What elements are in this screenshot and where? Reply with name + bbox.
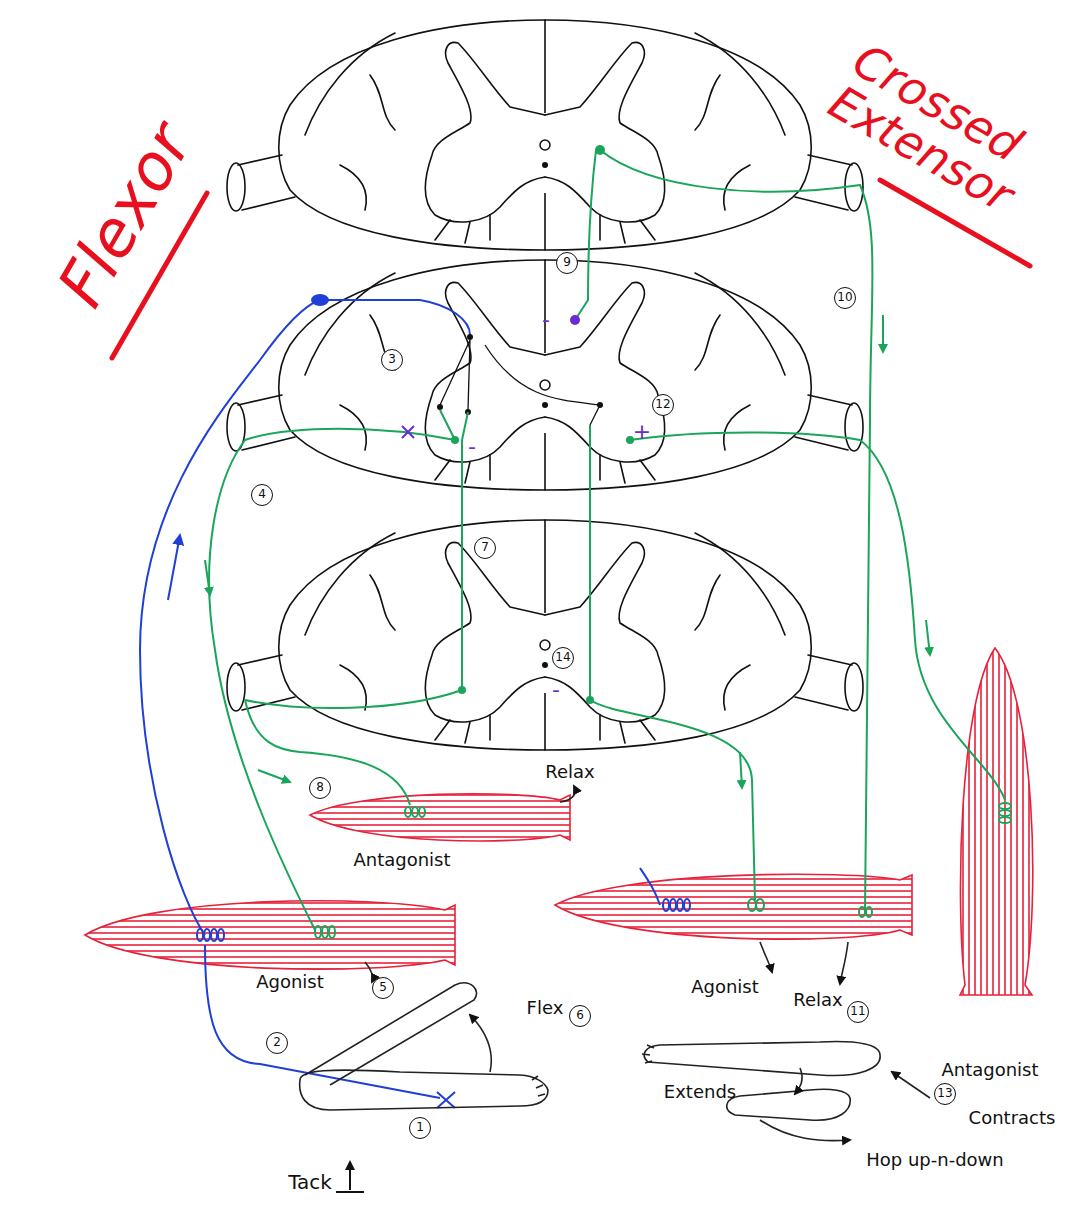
callout-number: 6 — [569, 1005, 591, 1027]
muscle-label: Antagonist — [941, 1060, 1038, 1080]
callout-number: 12 — [652, 394, 674, 416]
callout-number: 8 — [309, 777, 331, 799]
callout-number: 4 — [251, 484, 273, 506]
title-label: Crossed Extensor — [821, 36, 1068, 235]
sign-mark: - — [552, 678, 560, 702]
callout-number: 5 — [372, 977, 394, 999]
sign-mark: - — [468, 435, 476, 459]
action-label: Extends — [664, 1082, 736, 1102]
action-label: Relax — [545, 762, 594, 782]
callout-number: 13 — [934, 1083, 956, 1105]
callout-number: 9 — [556, 252, 578, 274]
muscle-label: Antagonist — [353, 850, 450, 870]
callout-number: 11 — [847, 1001, 869, 1023]
muscle-label: Agonist — [256, 972, 324, 992]
title-label: Flexor — [45, 112, 205, 318]
callout-number: 10 — [834, 287, 856, 309]
callout-number: 3 — [381, 349, 403, 371]
sign-mark: + — [633, 420, 651, 444]
stimulus-label: Tack — [288, 1171, 332, 1193]
action-label: Hop up-n-down — [866, 1150, 1004, 1170]
callout-number: 14 — [552, 647, 574, 669]
action-label: Relax — [793, 990, 842, 1010]
muscle-label: Agonist — [691, 977, 759, 997]
callout-number: 7 — [474, 537, 496, 559]
callout-number: 1 — [409, 1117, 431, 1139]
action-label: Flex — [527, 998, 564, 1018]
callout-number: 2 — [266, 1032, 288, 1054]
sign-mark: - — [542, 308, 550, 332]
action-label: Contracts — [969, 1108, 1056, 1128]
